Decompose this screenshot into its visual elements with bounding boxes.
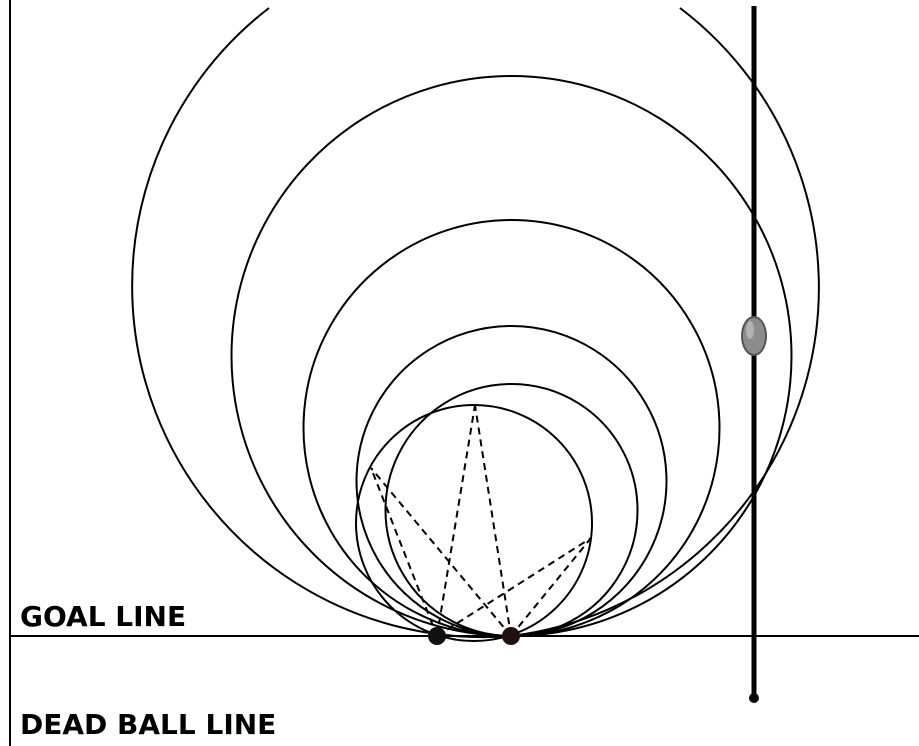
- sight-line: [370, 467, 512, 637]
- arc-3: [302, 219, 721, 637]
- sight-line: [436, 537, 592, 637]
- arc-5: [384, 383, 639, 637]
- left-post-marker: [428, 627, 446, 645]
- sight-line: [436, 404, 476, 637]
- right-post-marker: [502, 627, 520, 645]
- arc-4: [355, 325, 668, 637]
- sight-line: [474, 404, 512, 637]
- kick-line-end-marker: [749, 693, 759, 703]
- rugby-ball-icon: [741, 316, 767, 356]
- dead-ball-line-label: DEAD BALL LINE: [20, 708, 276, 741]
- sight-line: [370, 467, 438, 637]
- goal-line-label: GOAL LINE: [20, 600, 186, 633]
- arc-smallest: [355, 404, 593, 642]
- arc-2: [230, 75, 793, 637]
- rugby-ball-highlight: [746, 321, 754, 339]
- arc-largest: [131, 7, 820, 639]
- sight-line: [510, 537, 592, 637]
- sight-lines: [370, 404, 592, 637]
